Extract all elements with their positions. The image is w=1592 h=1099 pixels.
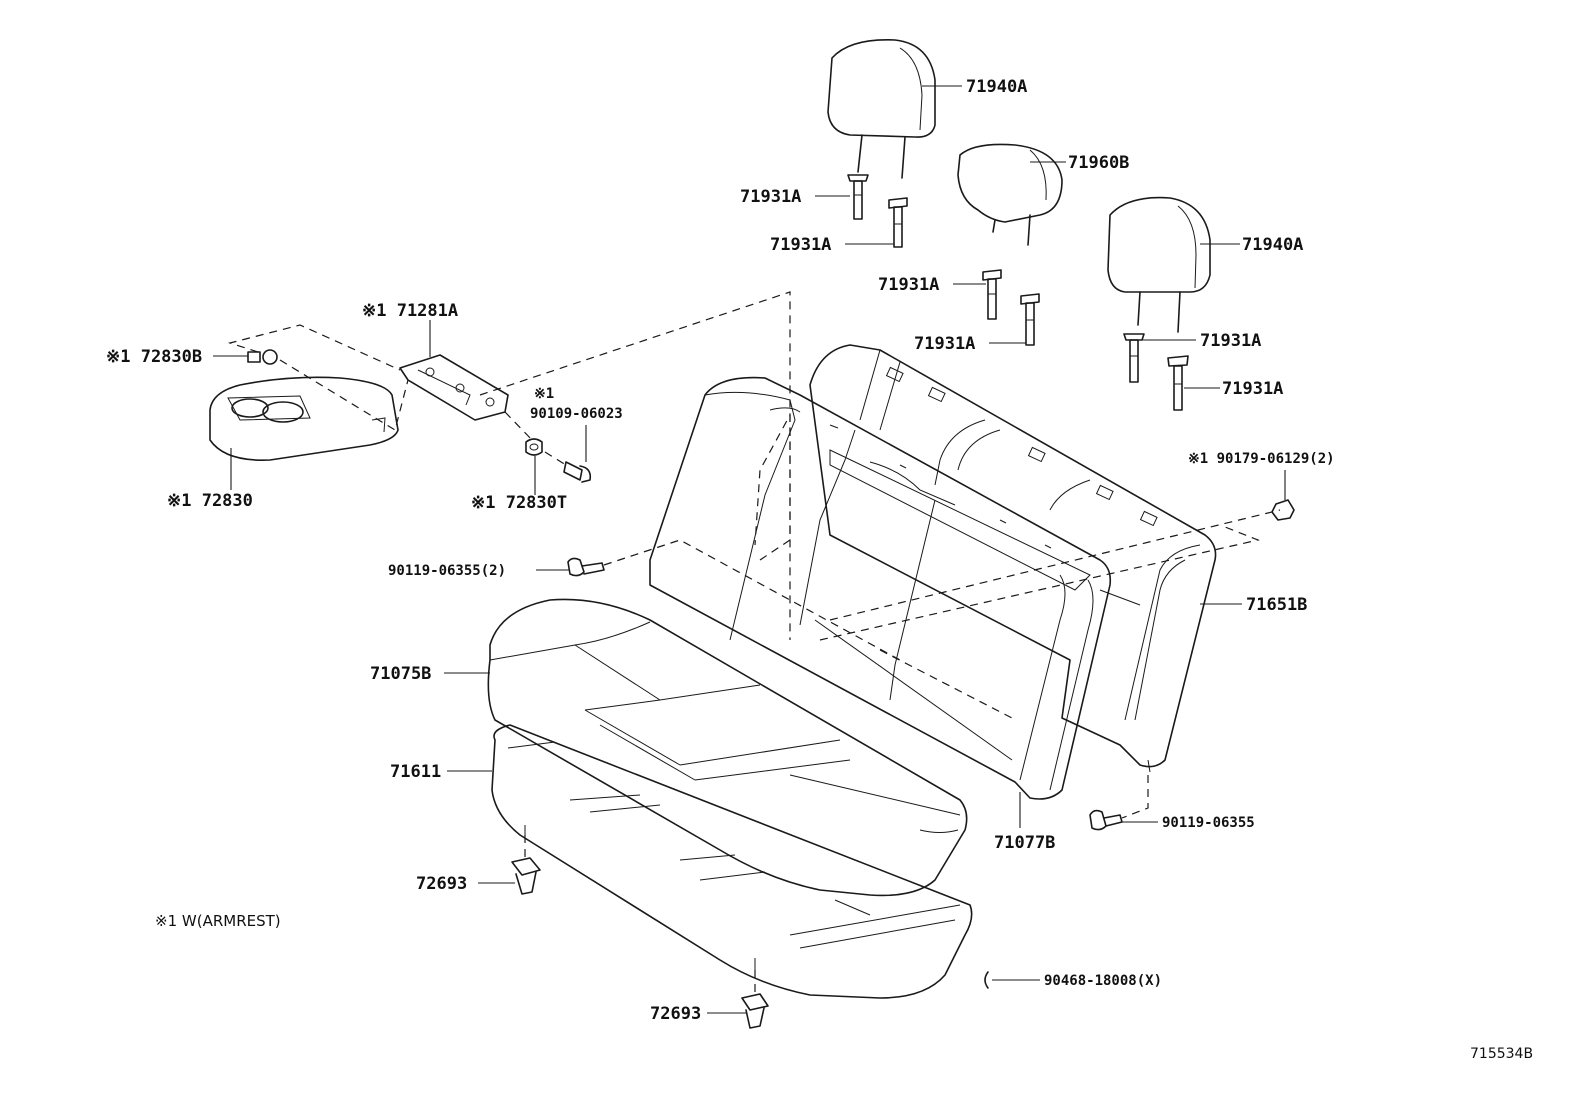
label-71960b: 71960B bbox=[1068, 153, 1129, 173]
assembly-lines bbox=[227, 291, 1281, 994]
label-72830t: ※1 72830T bbox=[471, 493, 567, 513]
seat-cushion-71075b[interactable] bbox=[487, 598, 968, 897]
bolt-90119-06355-2[interactable] bbox=[567, 557, 605, 577]
label-71931a-3: 71931A bbox=[878, 275, 939, 295]
label-71077b: 71077B bbox=[994, 833, 1055, 853]
label-71931a-4: 71931A bbox=[914, 334, 975, 354]
label-90179-06129: ※1 90179-06129(2) bbox=[1188, 451, 1335, 467]
label-71940a-top: 71940A bbox=[966, 77, 1027, 97]
label-90109-06023: 90109-06023 bbox=[530, 406, 623, 422]
label-71931a-2: 71931A bbox=[770, 235, 831, 255]
armrest-hinge-71281a[interactable] bbox=[399, 354, 509, 421]
bolt-90119-06355[interactable] bbox=[1089, 809, 1123, 831]
label-90119-06355-2: 90119-06355(2) bbox=[388, 563, 506, 579]
leader-lines bbox=[213, 85, 1286, 1014]
label-71075b: 71075B bbox=[370, 664, 431, 684]
label-72830: ※1 72830 bbox=[167, 491, 253, 511]
label-90119-06355: 90119-06355 bbox=[1162, 815, 1255, 831]
armrest-72830[interactable] bbox=[209, 376, 399, 461]
label-90109-mark: ※1 bbox=[534, 386, 554, 402]
label-71611: 71611 bbox=[390, 762, 441, 782]
headrest-71960b[interactable] bbox=[957, 143, 1063, 246]
label-71940a-right: 71940A bbox=[1242, 235, 1303, 255]
headrest-71940a-top[interactable] bbox=[827, 39, 936, 179]
clip-72693-a[interactable] bbox=[511, 857, 541, 895]
label-90468-18008: 90468-18008(X) bbox=[1044, 973, 1162, 989]
headrest-71940a-right[interactable] bbox=[1107, 196, 1211, 333]
seat-cushion-frame-71611[interactable] bbox=[491, 724, 973, 999]
bushing-72830t[interactable] bbox=[525, 438, 543, 456]
nut-90179-06129[interactable] bbox=[1271, 499, 1295, 521]
clip-72693-b[interactable] bbox=[741, 993, 769, 1029]
seatback-right-71651b[interactable] bbox=[809, 344, 1217, 773]
armrest-plug-72830b[interactable] bbox=[247, 349, 278, 365]
clip-90468-18008[interactable] bbox=[984, 971, 989, 989]
label-71651b: 71651B bbox=[1246, 595, 1307, 615]
label-72830b: ※1 72830B bbox=[106, 347, 202, 367]
label-71931a-1: 71931A bbox=[740, 187, 801, 207]
label-71931a-5: 71931A bbox=[1200, 331, 1261, 351]
seatback-left-71077b[interactable] bbox=[649, 376, 1112, 800]
label-71281a: ※1 71281A bbox=[362, 301, 458, 321]
reference-code: 715534B bbox=[1470, 1046, 1533, 1062]
label-71931a-6: 71931A bbox=[1222, 379, 1283, 399]
label-72693-b: 72693 bbox=[650, 1004, 701, 1024]
label-72693-a: 72693 bbox=[416, 874, 467, 894]
armrest-note: ※1 W(ARMREST) bbox=[155, 912, 281, 930]
bolt-90109-06023[interactable] bbox=[563, 461, 592, 483]
